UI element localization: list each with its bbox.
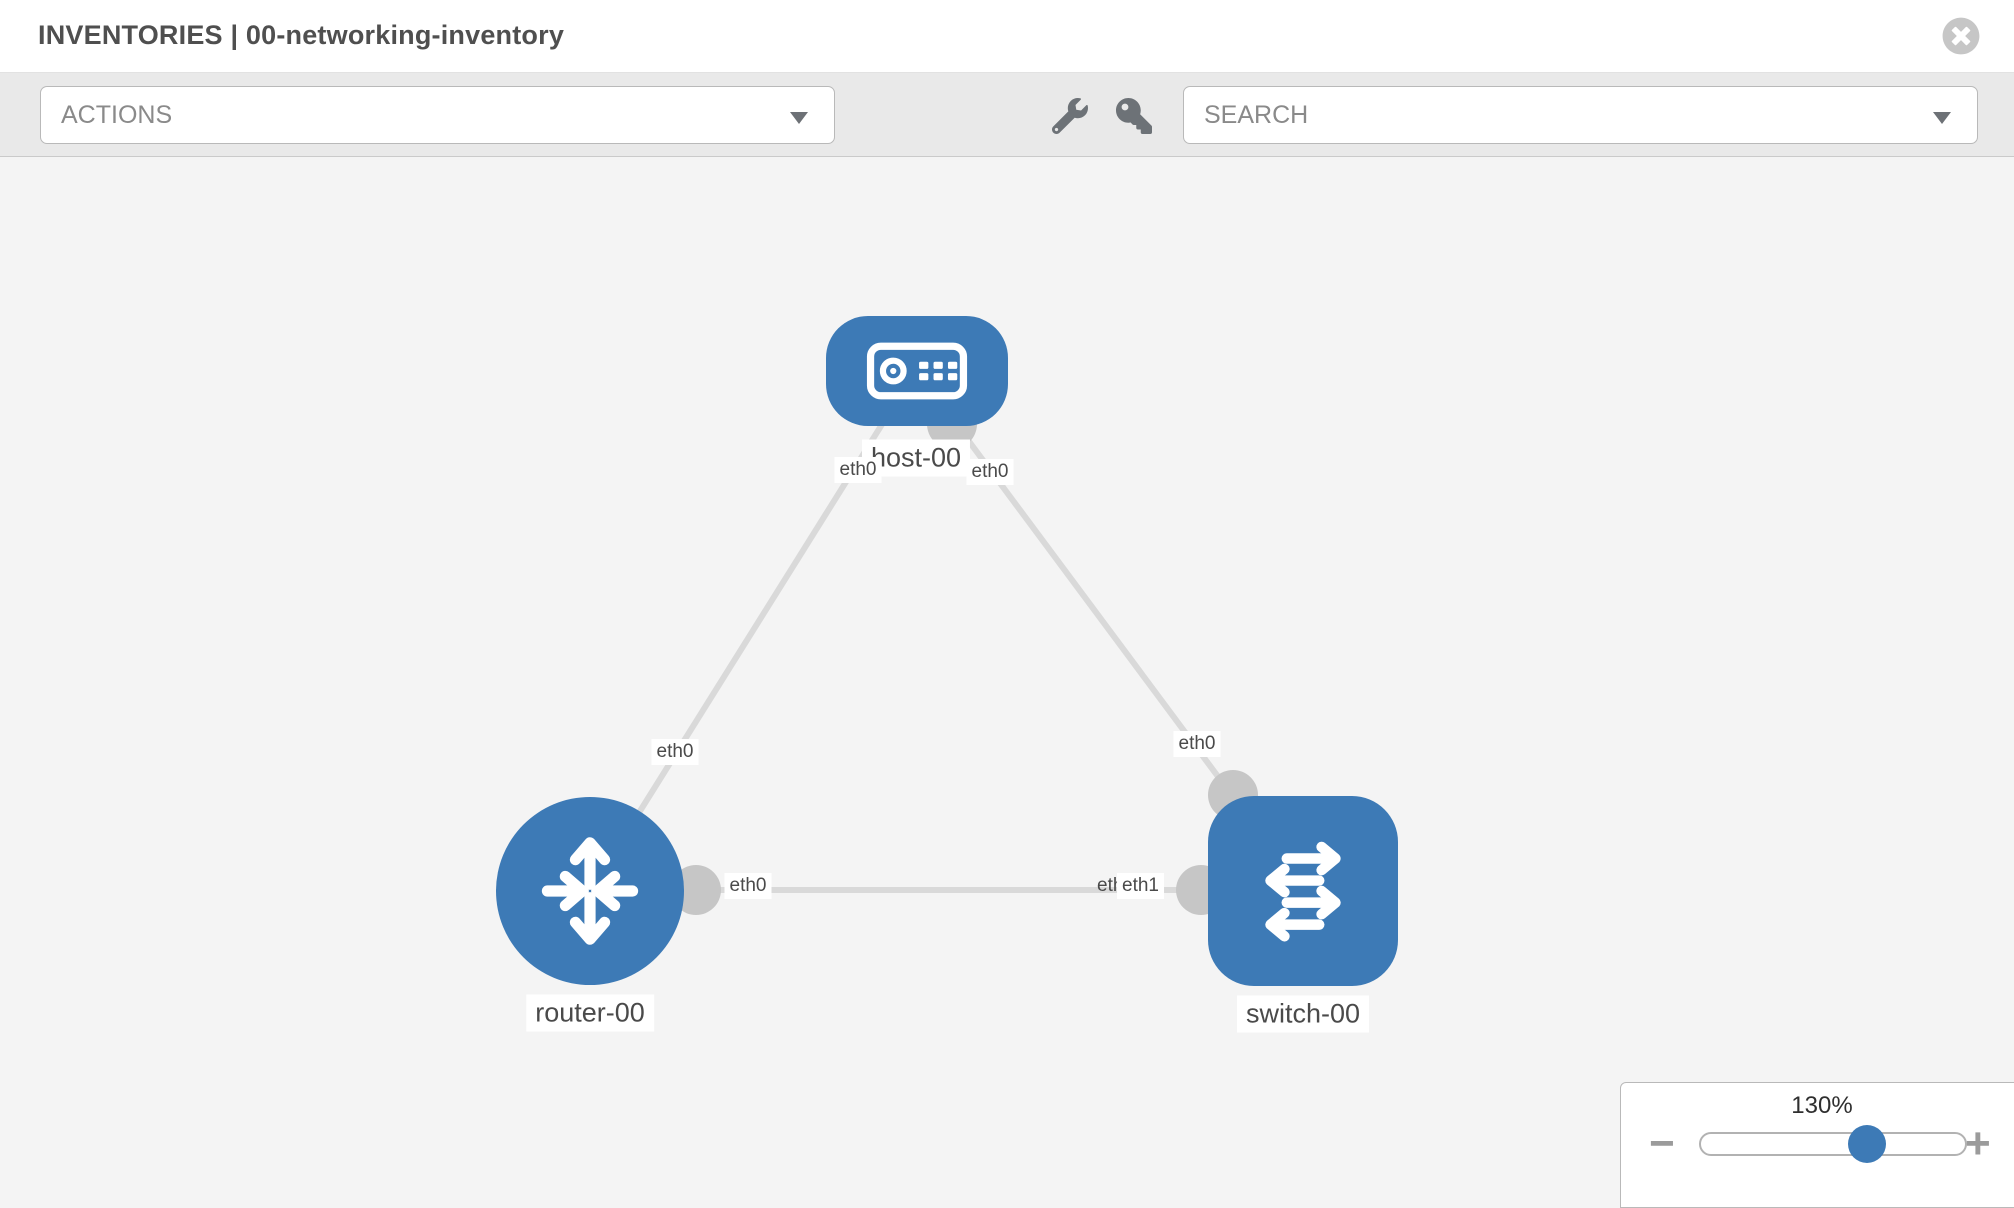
node-router-00[interactable] xyxy=(496,797,684,985)
interface-label-router-eth0-to-host: eth0 xyxy=(651,739,699,765)
zoom-control-panel: 130% − + xyxy=(1620,1082,2014,1208)
search-dropdown[interactable] xyxy=(1183,86,1978,144)
modal-header: INVENTORIES | 00-networking-inventory xyxy=(0,0,2014,73)
interface-label-switch-eth0-to-host: eth0 xyxy=(1173,731,1221,757)
router-arrows-icon xyxy=(541,837,639,945)
zoom-slider-thumb[interactable] xyxy=(1848,1125,1886,1163)
actions-dropdown[interactable]: ACTIONS xyxy=(40,86,835,144)
caret-down-icon xyxy=(1933,112,1951,124)
zoom-out-button[interactable]: − xyxy=(1649,1119,1675,1168)
interface-label-router-eth0-to-switch: eth0 xyxy=(724,873,772,899)
interface-label-host-eth0-to-router: eth0 xyxy=(834,457,882,483)
wrench-icon[interactable] xyxy=(1052,96,1092,136)
interface-port-router-eth0 xyxy=(671,865,721,915)
page-title: INVENTORIES | 00-networking-inventory xyxy=(38,20,565,50)
times-circle-glyph xyxy=(1942,17,1980,55)
close-icon[interactable] xyxy=(1942,16,1982,56)
host-server-icon xyxy=(866,342,968,400)
key-glyph xyxy=(1116,98,1152,134)
zoom-in-button[interactable]: + xyxy=(1965,1119,1991,1168)
actions-dropdown-label: ACTIONS xyxy=(61,101,173,129)
zoom-slider-track[interactable] xyxy=(1699,1125,1967,1163)
link-router00-host00[interactable] xyxy=(587,368,919,893)
node-switch-00[interactable] xyxy=(1208,796,1398,986)
caret-down-icon xyxy=(790,112,808,124)
node-label-switch-00: switch-00 xyxy=(1236,995,1370,1033)
topology-edges-layer xyxy=(587,368,1306,915)
interface-label-switch-eth1-to-router: eth1 xyxy=(1117,873,1164,899)
switch-arrows-icon xyxy=(1265,841,1341,942)
toolbar: ACTIONS xyxy=(0,73,2014,157)
zoom-level-value: 130% xyxy=(1791,1092,1853,1119)
interface-label-switch-overlap: eth0 eth1 xyxy=(1092,873,1164,899)
key-icon[interactable] xyxy=(1116,96,1156,136)
search-input[interactable] xyxy=(1184,87,1977,143)
interface-label-host-eth0-to-switch: eth0 xyxy=(966,459,1014,485)
wrench-glyph xyxy=(1052,98,1088,134)
node-host-00[interactable] xyxy=(826,316,1008,426)
topology-canvas[interactable]: host-00 router-00 switch-00 eth0 eth0 et… xyxy=(0,158,2014,1200)
node-label-router-00: router-00 xyxy=(526,994,654,1032)
